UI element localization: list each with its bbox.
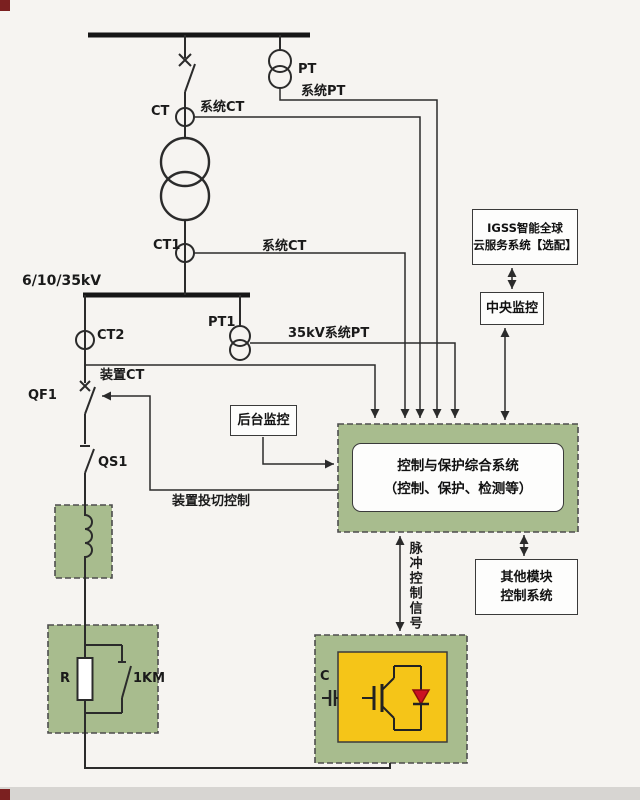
system-pt-35kv-label: 35kV系统PT bbox=[288, 326, 370, 341]
igbt-module-box bbox=[337, 651, 448, 743]
corner-mark-top bbox=[0, 0, 10, 11]
bottom-band bbox=[0, 787, 640, 800]
control-system-label-line1: 控制与保护综合系统 bbox=[397, 457, 519, 474]
reactor-zone-box bbox=[54, 504, 113, 579]
bus-voltage-label: 6/10/35kV bbox=[22, 273, 102, 289]
backstage-monitor-box: 后台监控 bbox=[230, 405, 297, 436]
system-ct-mid-label: 系统CT bbox=[262, 239, 307, 254]
system-pt-signal-line bbox=[279, 88, 442, 418]
device-ct-signal-line bbox=[85, 364, 380, 418]
igss-cloud-box: IGSS智能全球 云服务系统【选配】 bbox=[472, 209, 578, 265]
transformer-symbol bbox=[159, 136, 211, 222]
reactor-coil-symbol bbox=[84, 505, 93, 578]
device-switch-control-label: 装置投切控制 bbox=[172, 494, 251, 509]
contactor-label: 1KM bbox=[133, 671, 166, 686]
device-ct-label: 装置CT bbox=[100, 368, 145, 383]
central-monitor-label: 中央监控 bbox=[485, 300, 538, 316]
other-modules-label-line1: 其他模块 bbox=[500, 569, 553, 585]
system-ct-top-label: 系统CT bbox=[200, 100, 245, 115]
ct1-label: CT1 bbox=[153, 238, 181, 253]
igbt-valve-symbol bbox=[362, 665, 431, 731]
resistor-contactor-circuit bbox=[76, 625, 132, 733]
incoming-breaker-symbol bbox=[178, 53, 196, 93]
resistor-label: R bbox=[60, 671, 71, 686]
diode-symbol bbox=[411, 689, 431, 706]
igss-label-line2: 云服务系统【选配】 bbox=[473, 238, 577, 252]
ct2-symbol bbox=[75, 330, 95, 350]
ct-label: CT bbox=[151, 104, 170, 119]
qs1-label: QS1 bbox=[98, 455, 128, 470]
system-pt-label: 系统PT bbox=[301, 84, 346, 99]
resistor-symbol bbox=[76, 657, 94, 701]
backstage-monitor-line bbox=[262, 437, 334, 469]
other-modules-label-line2: 控制系统 bbox=[500, 589, 553, 604]
contactor-symbol bbox=[121, 665, 132, 699]
system-ct1-signal-line bbox=[194, 252, 410, 418]
pt-symbol bbox=[268, 49, 292, 89]
qf1-breaker-symbol bbox=[79, 380, 96, 415]
pt1-label: PT1 bbox=[208, 315, 236, 330]
system-pt1-signal-line bbox=[250, 342, 460, 418]
capacitor-symbol bbox=[322, 690, 338, 706]
qf1-label: QF1 bbox=[28, 388, 57, 403]
control-system-box: 控制与保护综合系统 （控制、保护、检测等） bbox=[352, 443, 564, 512]
pt1-symbol bbox=[229, 325, 251, 361]
ct2-label: CT2 bbox=[97, 328, 125, 343]
signal-wiring bbox=[85, 88, 529, 631]
backstage-monitor-label: 后台监控 bbox=[237, 412, 290, 428]
other-modules-box: 其他模块 控制系统 bbox=[475, 559, 578, 615]
resistor-contactor-zone-box bbox=[47, 624, 159, 734]
busbars bbox=[83, 32, 310, 298]
corner-mark-bottom bbox=[0, 789, 10, 800]
device-switch-control-line bbox=[102, 391, 338, 491]
pulse-signal-label: 脉冲控制信号 bbox=[406, 541, 422, 631]
bottom-return-line bbox=[84, 733, 391, 769]
control-system-label-line2: （控制、保护、检测等） bbox=[383, 480, 533, 497]
capacitor-label: C bbox=[320, 669, 330, 684]
system-ct-signal-line bbox=[194, 116, 425, 418]
igss-label-line1: IGSS智能全球 bbox=[487, 220, 563, 235]
qs1-switch-symbol bbox=[80, 445, 95, 474]
pt-label: PT bbox=[298, 62, 317, 77]
central-monitor-box: 中央监控 bbox=[480, 292, 544, 325]
